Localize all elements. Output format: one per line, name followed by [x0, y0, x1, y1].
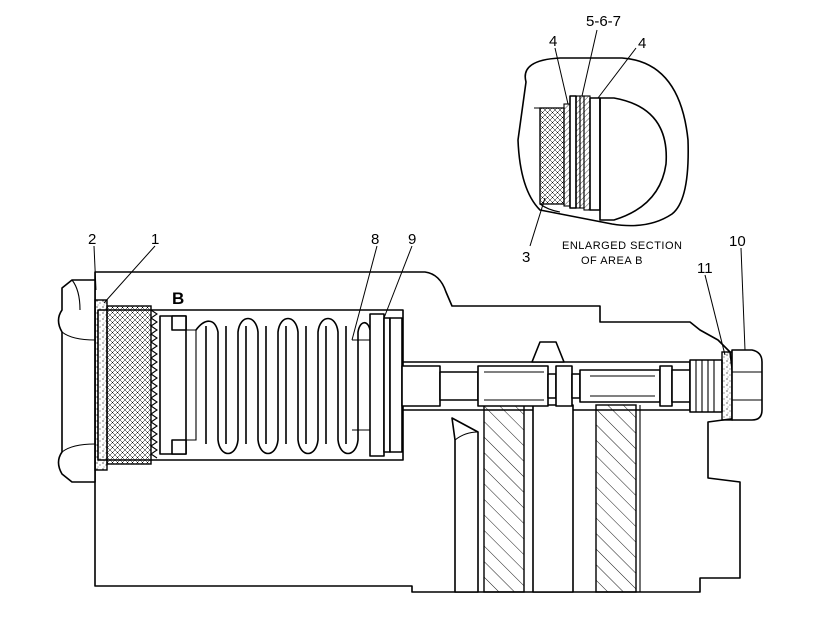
vertical-passages — [451, 404, 641, 593]
shim-stack — [352, 313, 403, 457]
callout-2: 2 — [88, 231, 96, 248]
spring — [195, 317, 371, 455]
valve-body — [94, 271, 741, 593]
callout-11: 11 — [697, 260, 713, 277]
callout-3: 3 — [522, 249, 530, 266]
hex-plug — [57, 279, 96, 483]
callout-4-left: 4 — [549, 33, 557, 50]
lock-nut — [731, 349, 763, 421]
groove — [531, 341, 565, 363]
callout-4-right: 4 — [638, 35, 646, 52]
adjusting-screw — [671, 351, 733, 421]
threaded-plug — [94, 299, 158, 471]
enlarged-section-inset — [517, 57, 689, 227]
callout-1: 1 — [151, 231, 159, 248]
callout-8: 8 — [371, 231, 379, 248]
inset-caption-line1: ENLARGED SECTION — [562, 240, 682, 252]
leader-lines — [93, 29, 746, 356]
spring-seat-left — [159, 315, 197, 455]
callout-10: 10 — [729, 233, 746, 250]
callout-5-6-7: 5-6-7 — [586, 13, 621, 30]
callout-9: 9 — [408, 231, 416, 248]
spool — [401, 365, 673, 407]
inset-caption-line2: OF AREA B — [581, 255, 643, 267]
area-marker-b: B — [172, 289, 184, 308]
